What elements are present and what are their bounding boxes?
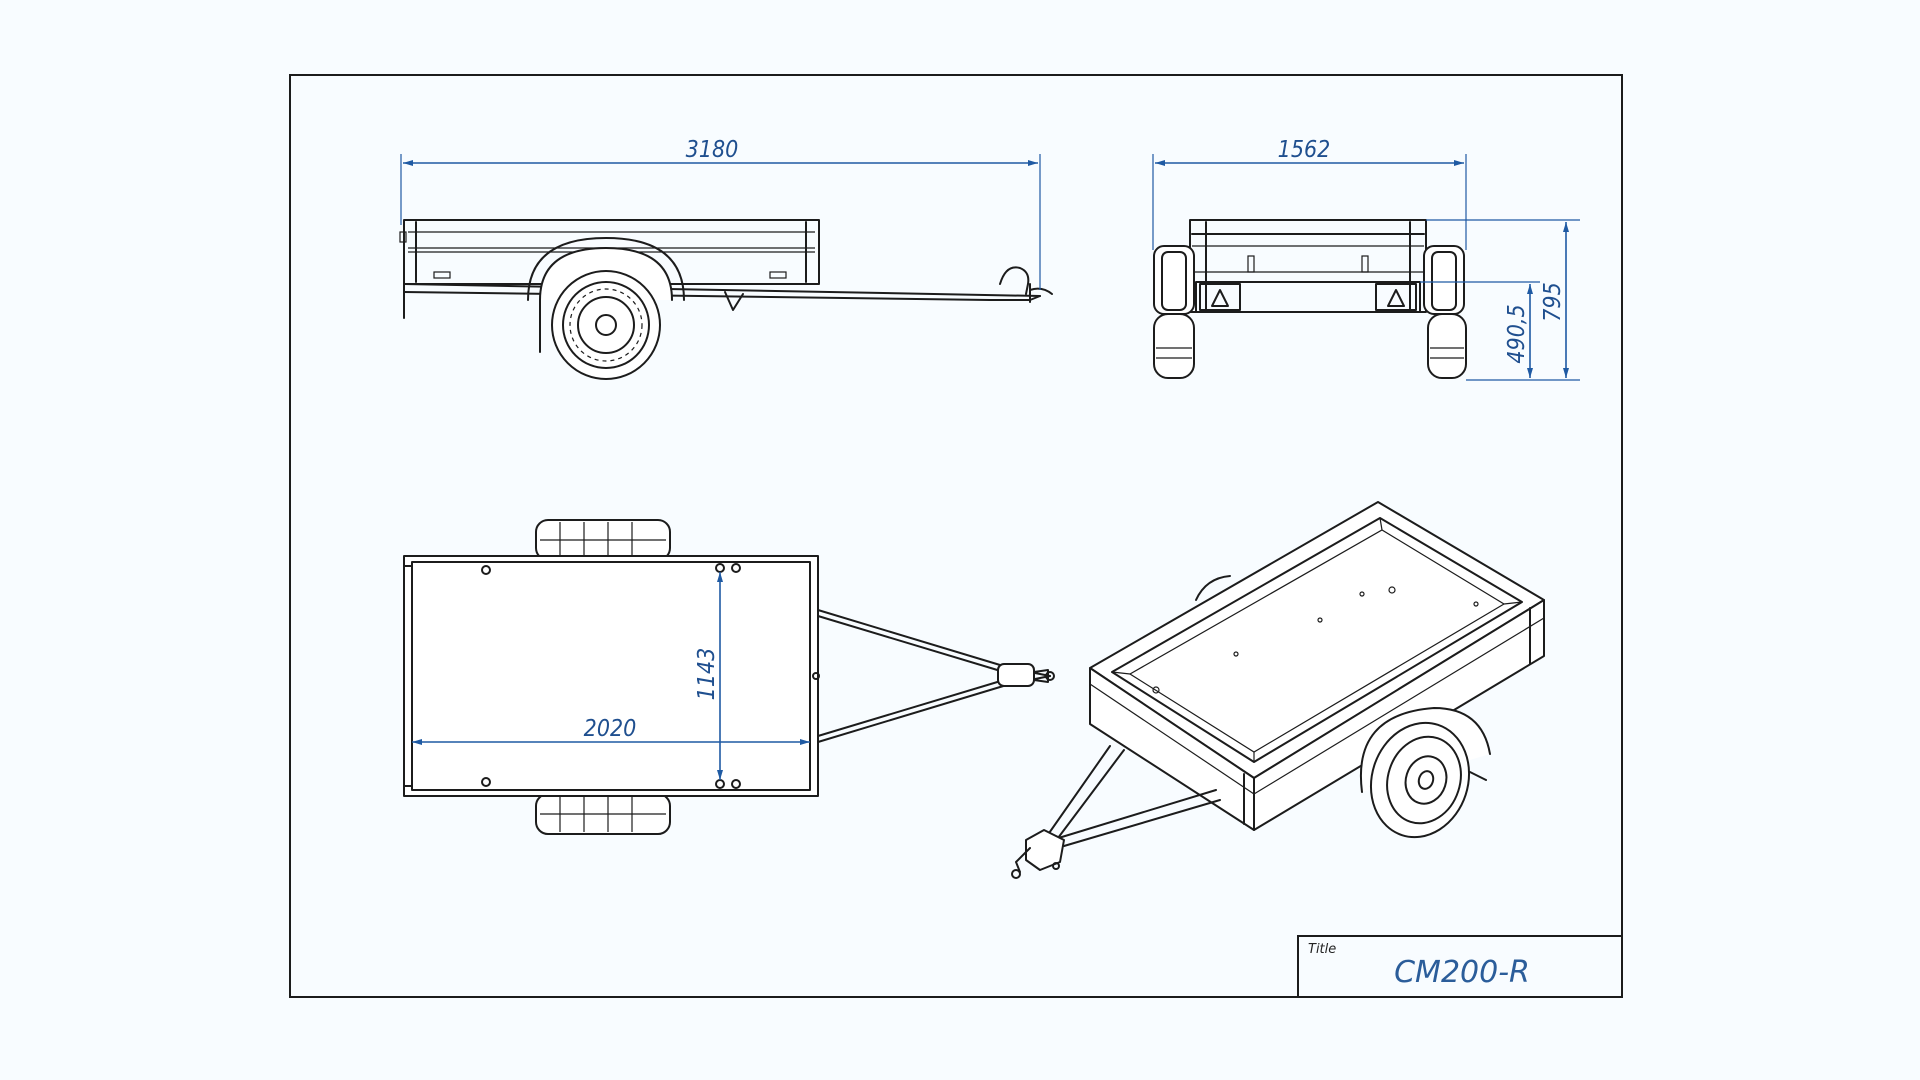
deck-height-label: 490,5 — [1504, 304, 1530, 363]
overall-width-label: 1562 — [1278, 137, 1331, 163]
title-block: Title CM200-R — [1297, 935, 1623, 998]
dimension-deck-height: 490,5 — [1420, 281, 1540, 378]
dimension-box-length: 2020 — [412, 716, 810, 745]
box-length-label: 2020 — [584, 716, 637, 742]
dimension-overall-length: 3180 — [400, 137, 1041, 290]
overall-height-label: 795 — [1540, 282, 1566, 322]
dimension-overall-height: 795 — [1426, 219, 1580, 381]
rear-view — [1153, 219, 1467, 379]
drawing-title: CM200-R — [1394, 955, 1530, 990]
overall-length-label: 3180 — [686, 137, 739, 163]
side-view — [399, 219, 1053, 380]
dimension-overall-width: 1562 — [1152, 137, 1467, 250]
top-view — [403, 519, 1055, 835]
box-width-label: 1143 — [694, 648, 720, 701]
title-label: Title — [1308, 942, 1336, 957]
drawing-frame — [289, 74, 1623, 998]
dimension-box-width: 1143 — [694, 572, 723, 780]
isometric-view — [1011, 501, 1545, 879]
